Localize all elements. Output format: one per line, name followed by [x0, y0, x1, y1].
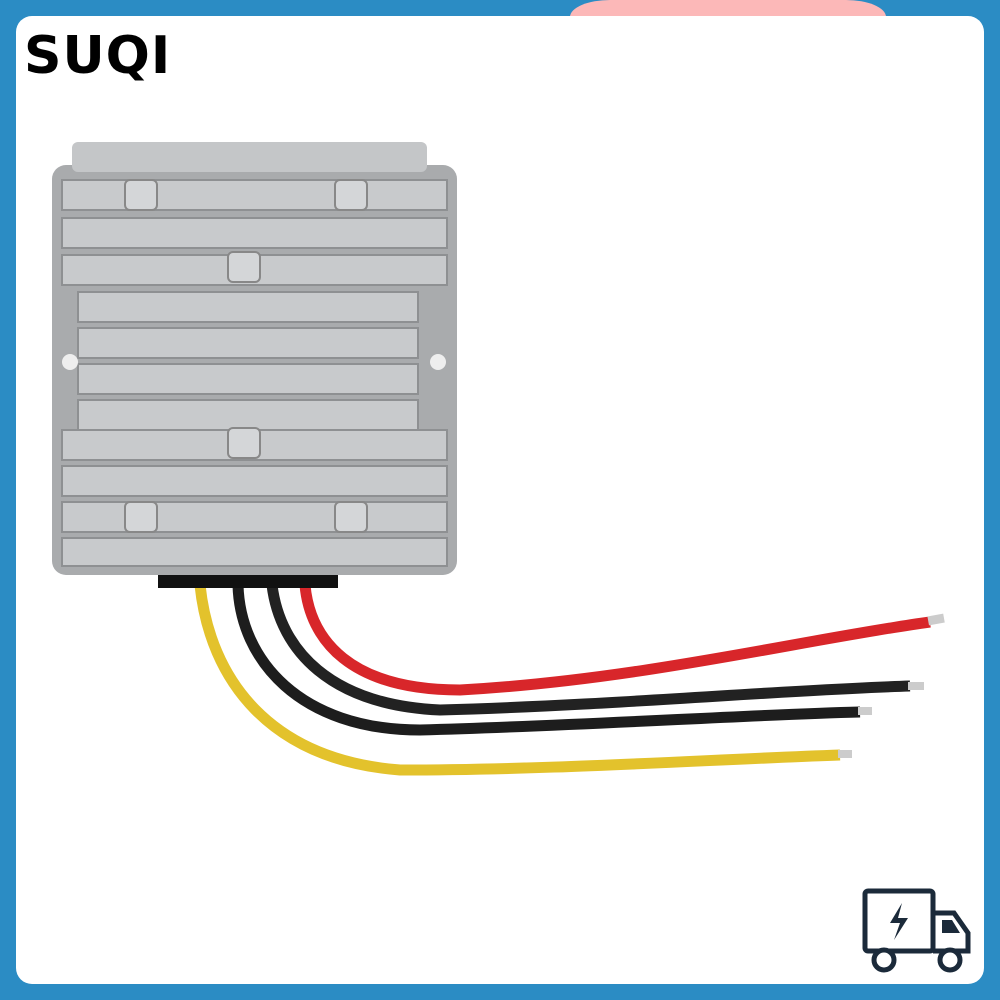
electric-delivery-truck-icon — [862, 888, 971, 973]
brand-logo: SUQI — [24, 26, 172, 86]
converter-housing — [52, 142, 457, 575]
top-tab-decoration — [570, 0, 886, 17]
wires — [194, 584, 945, 776]
product-image-frame: SUQI — [16, 16, 984, 984]
product-photo — [52, 142, 945, 776]
